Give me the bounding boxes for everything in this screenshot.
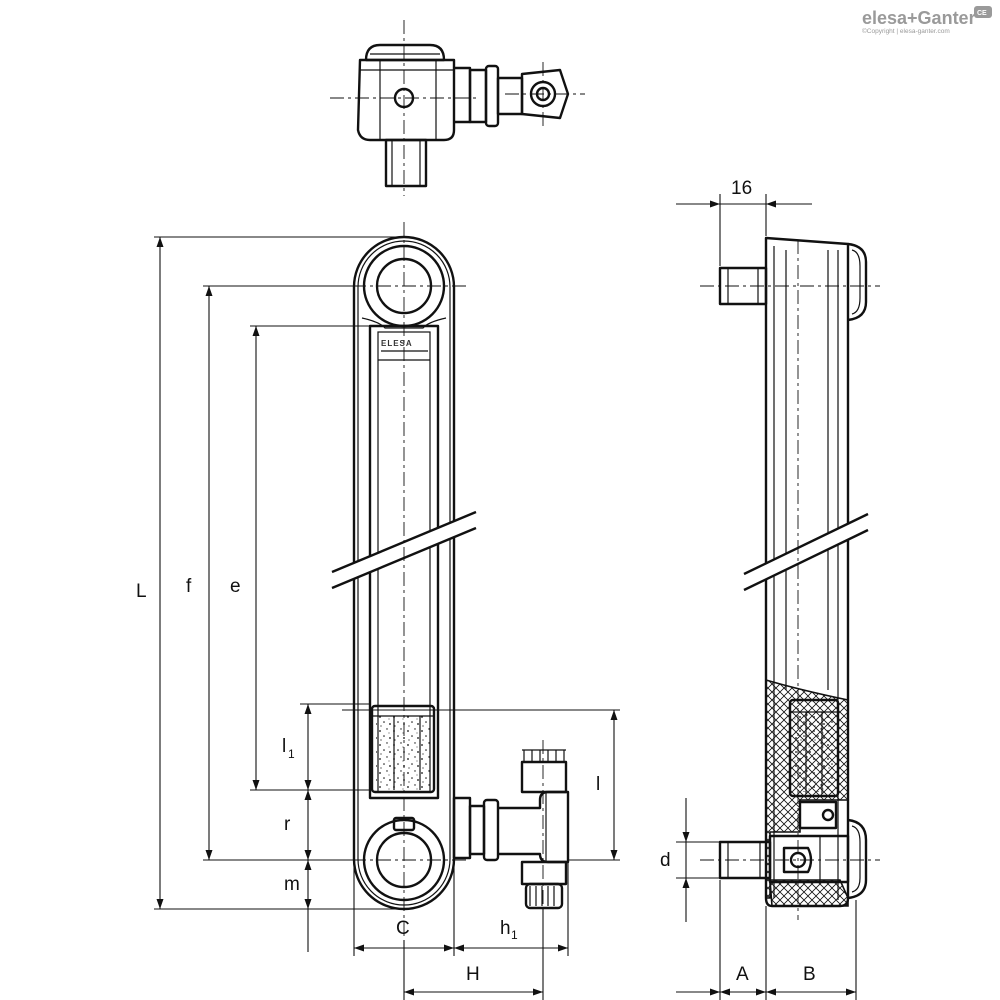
dim-f-label: f bbox=[186, 576, 192, 597]
top-view bbox=[330, 20, 585, 196]
front-dimensions: L f e l 1 r m l C h 1 H bbox=[136, 236, 620, 1000]
dim-m-label: m bbox=[284, 874, 300, 895]
brand-logo-text: elesa+Ganter bbox=[862, 8, 976, 28]
side-dimensions: 16 d A B bbox=[660, 178, 857, 1000]
dim-l1-label: l bbox=[282, 736, 286, 757]
dim-r-label: r bbox=[284, 814, 291, 835]
dim-l1-sub: 1 bbox=[288, 747, 295, 761]
dim-L-label: L bbox=[136, 581, 147, 602]
dim-h1-sub: 1 bbox=[511, 928, 518, 942]
dim-B-label: B bbox=[803, 964, 816, 985]
dim-C-label: C bbox=[396, 918, 410, 939]
dim-d-label: d bbox=[660, 850, 671, 871]
ce-badge-text: CE bbox=[977, 10, 987, 17]
dim-l-label: l bbox=[596, 774, 600, 795]
brand-copyright: ©Copyright | elesa-ganter.com bbox=[862, 27, 950, 35]
product-marking: ELESA bbox=[381, 339, 413, 348]
brand-logo: elesa+Ganter ©Copyright | elesa-ganter.c… bbox=[862, 6, 992, 35]
front-view: ELESA bbox=[331, 222, 570, 950]
dim-16-label: 16 bbox=[731, 178, 752, 199]
dim-e-label: e bbox=[230, 576, 241, 597]
dim-A-label: A bbox=[736, 964, 749, 985]
ce-badge bbox=[974, 6, 992, 18]
dim-h1-label: h bbox=[500, 918, 511, 939]
side-view bbox=[700, 236, 880, 920]
dim-H-label: H bbox=[466, 964, 480, 985]
